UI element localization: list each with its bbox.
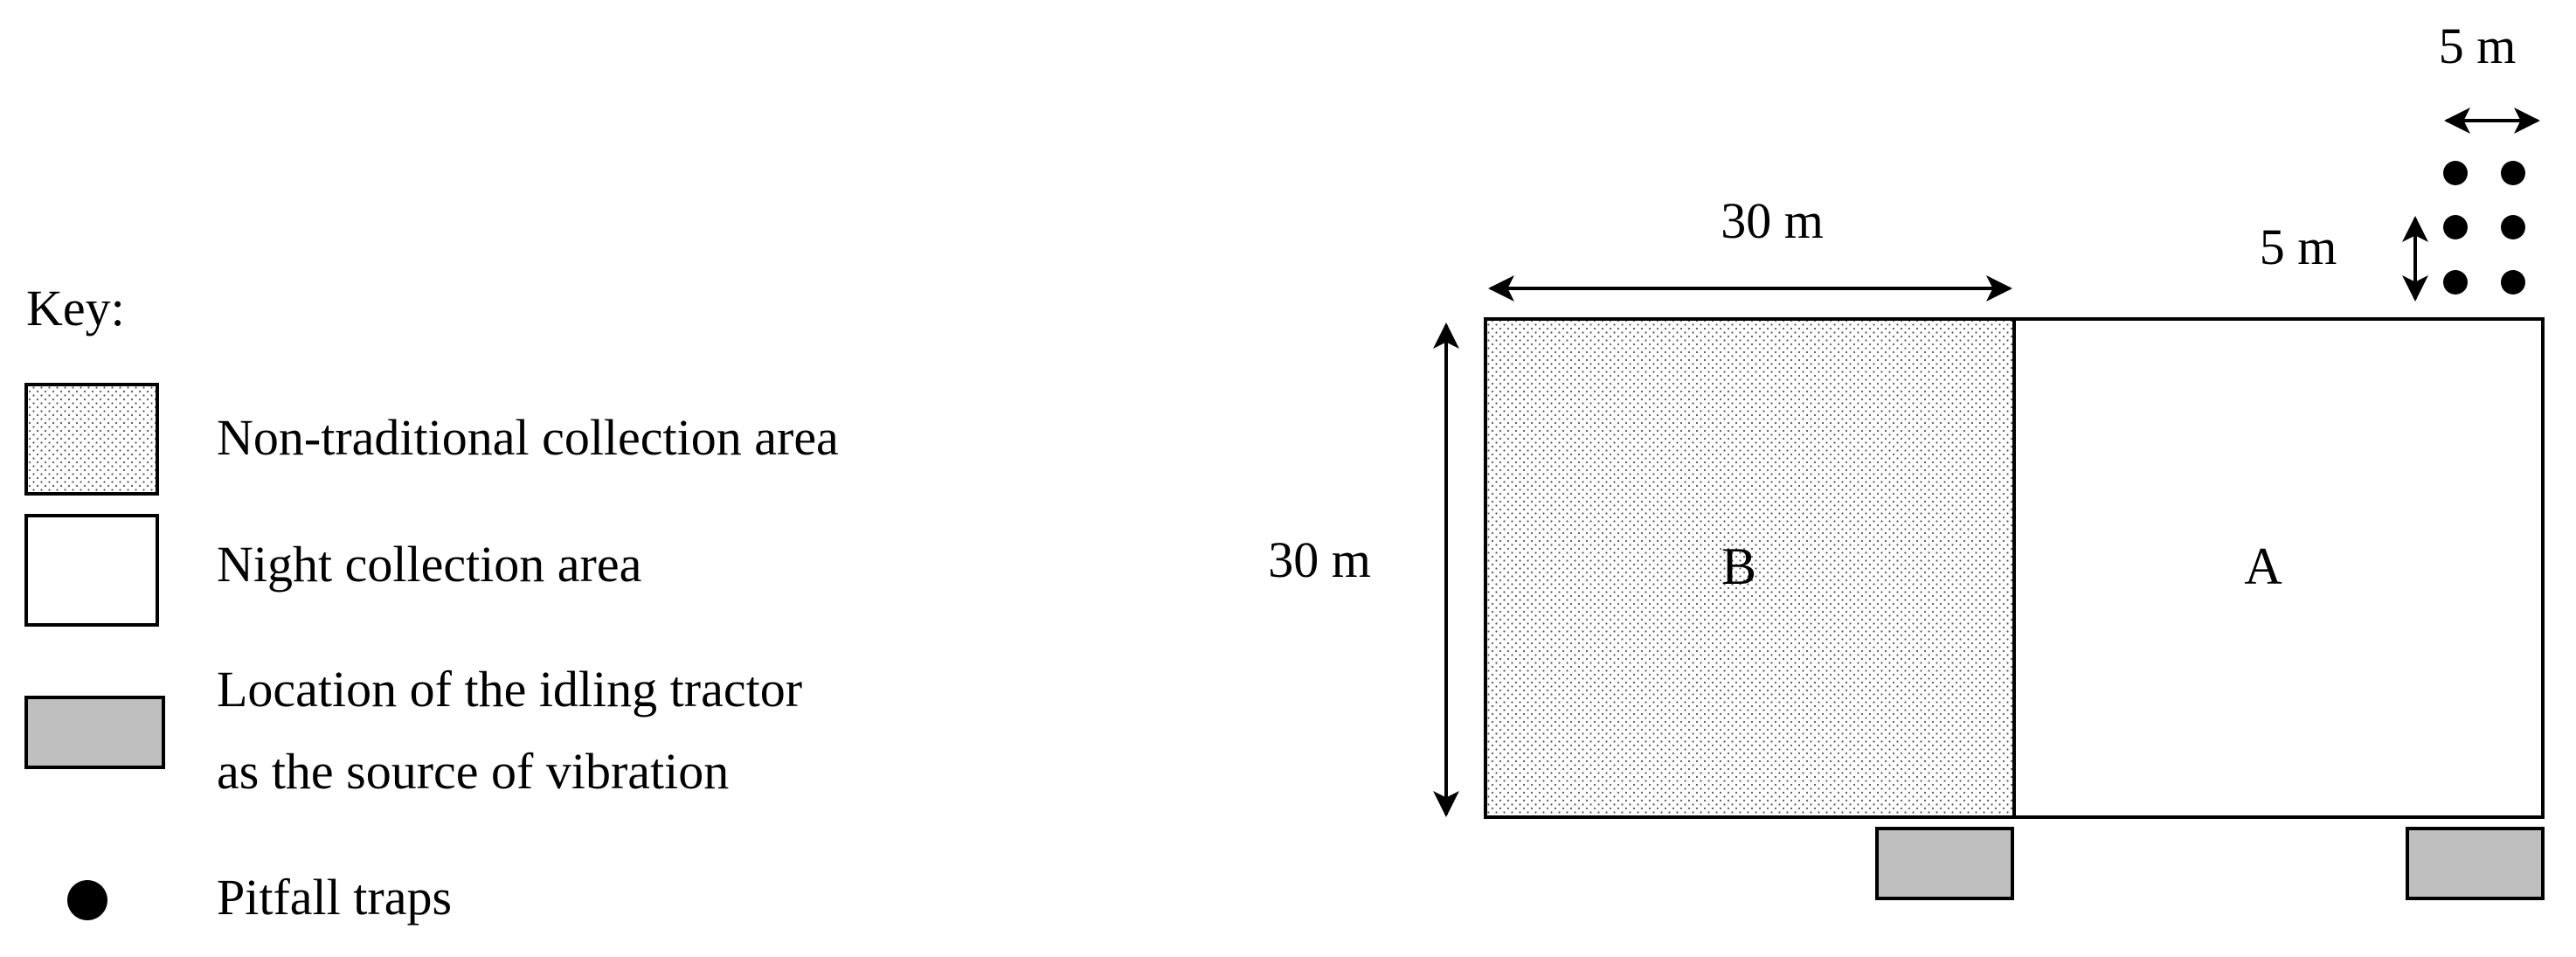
- pitfall-trap: [2443, 270, 2468, 295]
- key-label-non-traditional: Non-traditional collection area: [217, 409, 839, 466]
- area-b-non-traditional: [1484, 317, 2016, 819]
- pitfall-trap: [2501, 215, 2525, 239]
- key-legend: Key: Non-traditional collection area Nig…: [24, 280, 839, 926]
- trap-spacing-vertical: 5 m: [2260, 216, 2428, 302]
- tractor-b: [1875, 827, 2014, 900]
- tractor-a: [2406, 827, 2545, 900]
- key-title: Key:: [26, 280, 125, 336]
- pitfall-trap: [2443, 215, 2468, 239]
- collection-areas: B A: [1484, 317, 2545, 819]
- key-label-night: Night collection area: [217, 536, 641, 593]
- area-b-label: B: [1721, 537, 1756, 595]
- key-swatch-non-traditional: [24, 383, 159, 496]
- key-swatch-tractor: [24, 696, 165, 769]
- width-label: 30 m: [1721, 192, 1824, 249]
- key-swatch-night: [24, 514, 159, 627]
- key-swatch-pitfall-trap-icon: [67, 880, 107, 920]
- key-label-pitfall-traps: Pitfall traps: [217, 869, 452, 926]
- height-label: 30 m: [1268, 531, 1371, 588]
- trap-spacing-horizontal: 5 m: [2439, 17, 2540, 134]
- height-dimension: 30 m: [1268, 322, 1459, 817]
- trap-spacing-v-label: 5 m: [2260, 218, 2337, 275]
- key-label-tractor-line2: as the source of vibration: [217, 743, 729, 800]
- width-dimension: 30 m: [1488, 192, 2012, 302]
- pitfall-trap: [2443, 161, 2468, 185]
- tractors: [1875, 827, 2545, 900]
- area-a-night: [2012, 317, 2545, 819]
- pitfall-traps: [2443, 161, 2525, 295]
- area-a-label: A: [2244, 537, 2282, 595]
- pitfall-trap: [2501, 270, 2525, 295]
- key-label-tractor-line1: Location of the idling tractor: [217, 661, 802, 718]
- pitfall-trap: [2501, 161, 2525, 185]
- trap-spacing-h-label: 5 m: [2439, 17, 2517, 74]
